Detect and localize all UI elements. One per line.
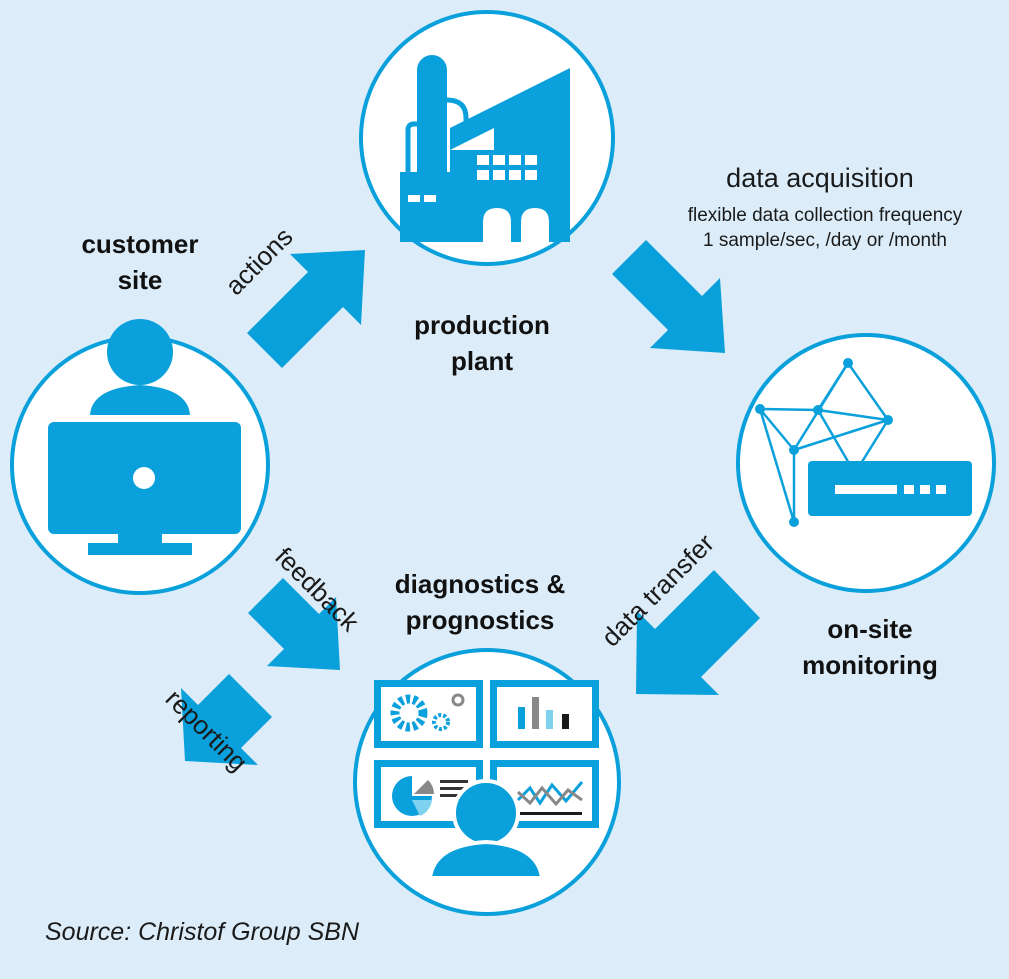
data-transfer-arrow xyxy=(636,570,760,695)
data-acquisition-rates: 1 sample/sec, /day or /month xyxy=(703,230,947,251)
customer-site-label: customer site xyxy=(81,229,199,295)
source-caption: Source: Christof Group SBN xyxy=(45,918,360,946)
network-router-icon xyxy=(755,358,972,527)
user-computer-icon xyxy=(48,319,241,555)
arrow-icon xyxy=(181,240,760,765)
onsite-monitoring-label: on-site monitoring xyxy=(802,614,938,680)
diagnostics-label: diagnostics & prognostics xyxy=(394,569,566,635)
factory-icon xyxy=(400,55,570,242)
data-acquisition-title: data acquisition xyxy=(726,163,914,193)
production-plant-label: production plant xyxy=(414,310,550,376)
data-acquisition-arrow xyxy=(612,240,725,353)
reporting-arrow xyxy=(181,674,272,765)
actions-arrow xyxy=(247,250,365,368)
dashboard-analyst-icon xyxy=(374,680,599,880)
data-acquisition-frequency: flexible data collection frequency xyxy=(687,205,963,226)
feedback-arrow xyxy=(248,578,340,670)
